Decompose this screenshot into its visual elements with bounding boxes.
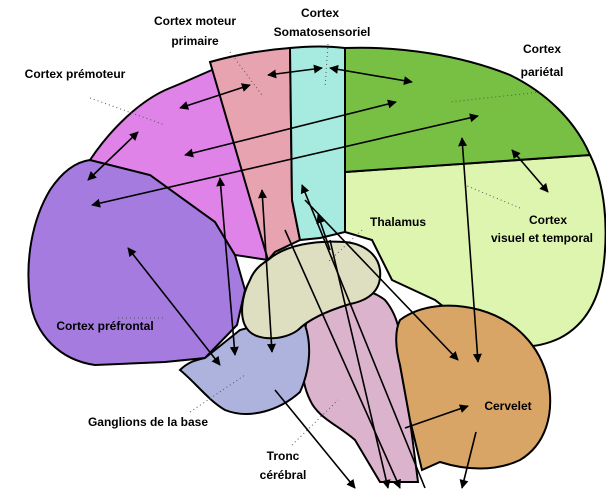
label-thalamus: Thalamus (370, 215, 426, 229)
arrow-parietal-visual (511, 149, 549, 193)
arrow-brainstem-somato (300, 184, 426, 489)
label-prefrontal: Cortex préfrontal (56, 319, 153, 333)
label-parietal-line2: pariétal (521, 65, 564, 79)
arrow-motor-basal (258, 189, 276, 353)
label-premotor: Cortex prémoteur (25, 67, 126, 81)
arrow-prefrontal-parietal (91, 113, 479, 208)
label-somato-line1: Cortex (301, 6, 339, 20)
somatosensory-cortex-region (288, 45, 346, 242)
arrow-parietal-brainstem (329, 239, 391, 489)
arrow-parietal-cerebellum (458, 137, 482, 363)
arrow-somato-parietal (329, 64, 413, 86)
label-brainstem-line2: cérébral (260, 468, 307, 482)
label-visual-line1: Cortex (529, 213, 567, 227)
label-somato-line2: Somatosensoriel (274, 25, 371, 39)
arrow-premotor-basal (216, 177, 239, 356)
arrow-prefrontal-basal (127, 247, 221, 366)
arrow-somato-cerebellum (304, 199, 459, 361)
arrow-brainstem-cerebellum (404, 404, 469, 429)
brainstem-region (300, 286, 420, 483)
connection-arrows (87, 64, 549, 489)
leader-lines (89, 43, 541, 446)
label-visual-line2: visuel et temporal (491, 231, 593, 245)
label-basal-ganglia: Ganglions de la base (88, 415, 208, 429)
arrow-cerebellum-brainstem (459, 431, 477, 489)
label-brainstem-line1: Tronc (267, 449, 300, 463)
leader-motor (229, 51, 263, 96)
leader-somato (324, 43, 329, 89)
leader-brainstem (291, 399, 339, 446)
label-cerebellum: Cervelet (484, 399, 531, 413)
label-parietal-line1: Cortex (523, 42, 561, 56)
arrow-basal-brainstem (274, 389, 356, 489)
arrow-somato-thalamus (316, 214, 331, 251)
labels: Cortex moteur primaire Cortex Somatosens… (25, 6, 593, 482)
label-motor-line2: primaire (171, 34, 219, 48)
label-motor-line1: Cortex moteur (154, 14, 236, 28)
arrow-motor-brainstem (284, 229, 401, 489)
basal-ganglia-region (178, 320, 311, 415)
arrow-motor-somato (267, 64, 323, 79)
